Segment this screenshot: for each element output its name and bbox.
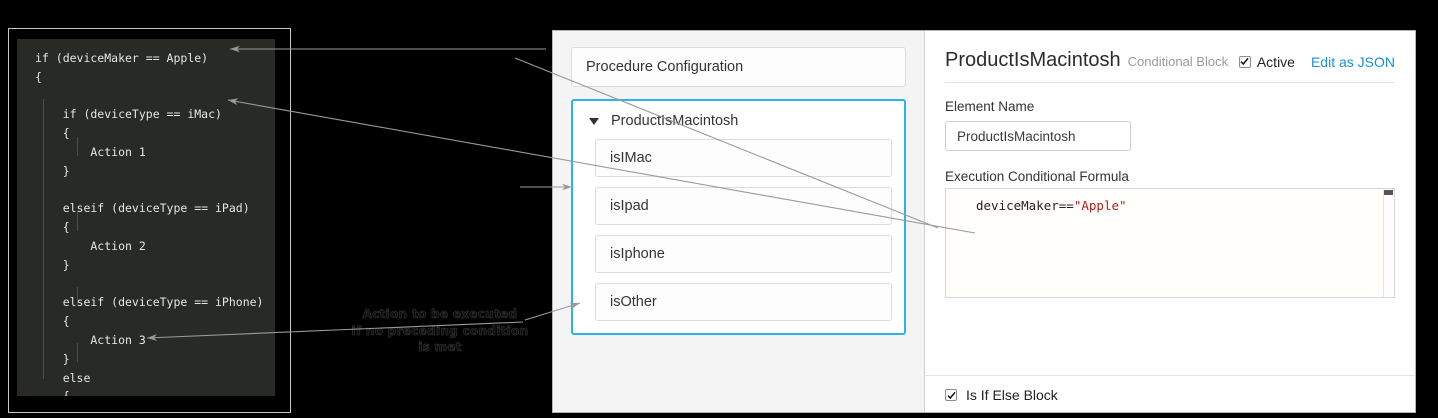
page-title: ProductIsMacintosh <box>945 49 1121 71</box>
edit-as-json-link[interactable]: Edit as JSON <box>1310 53 1395 70</box>
formula-string-literal: "Apple" <box>1073 198 1127 213</box>
is-if-else-row[interactable]: Is If Else Block <box>945 387 1058 403</box>
indent-guide-inner-1 <box>77 137 78 156</box>
tree-item-label: isIMac <box>610 150 652 166</box>
tree-item-isiphone[interactable]: isIphone <box>595 235 892 273</box>
formula-text: deviceMaker=="Apple" <box>976 198 1127 213</box>
check-icon <box>1240 57 1249 66</box>
tree-root-label: ProductIsMacintosh <box>611 113 739 129</box>
indent-guide-inner-3 <box>77 287 78 306</box>
tree-item-isother[interactable]: isOther <box>595 283 892 321</box>
check-icon <box>946 391 956 399</box>
is-if-else-label: Is If Else Block <box>966 387 1058 403</box>
detail-column: ProductIsMacintosh Conditional Block Act… <box>925 31 1415 412</box>
element-name-value: ProductIsMacintosh <box>957 128 1076 144</box>
indent-guide-inner-2 <box>77 212 78 231</box>
indent-guide-outer <box>43 99 44 379</box>
element-name-label: Element Name <box>945 99 1035 114</box>
element-name-input[interactable]: ProductIsMacintosh <box>945 121 1131 151</box>
is-if-else-checkbox[interactable] <box>945 389 957 401</box>
tree-item-label: isIpad <box>610 198 649 214</box>
procedure-configuration-label: Procedure Configuration <box>586 59 744 75</box>
application-window: Procedure Configuration ProductIsMacinto… <box>552 30 1416 413</box>
detail-header: ProductIsMacintosh Conditional Block Act… <box>945 49 1395 83</box>
tree-item-isimac[interactable]: isIMac <box>595 139 892 177</box>
pseudo-code-panel: if (deviceMaker == Apple) { if (deviceTy… <box>8 28 291 413</box>
tree-item-label: isIphone <box>610 246 665 262</box>
pseudo-code-surface: if (deviceMaker == Apple) { if (deviceTy… <box>17 39 275 396</box>
indent-guide-inner-4 <box>77 343 78 362</box>
formula-scrollbar-track[interactable] <box>1383 189 1394 297</box>
active-checkbox[interactable] <box>1238 55 1251 68</box>
procedure-configuration-row[interactable]: Procedure Configuration <box>571 47 906 87</box>
footer-divider <box>925 375 1415 376</box>
page-subtitle: Conditional Block <box>1127 54 1229 69</box>
header-actions: Active Edit as JSON <box>1238 53 1395 70</box>
active-label: Active <box>1256 53 1295 70</box>
formula-scrollbar-thumb[interactable] <box>1384 190 1393 195</box>
tree-item-isipad[interactable]: isIpad <box>595 187 892 225</box>
caret-down-icon[interactable] <box>589 117 599 125</box>
procedure-column: Procedure Configuration ProductIsMacinto… <box>553 31 925 412</box>
callout-note: Action to be executed if no preceding co… <box>351 307 529 355</box>
conditional-block-tree: ProductIsMacintosh isIMac isIpad isIphon… <box>571 99 906 335</box>
tree-item-label: isOther <box>610 294 657 310</box>
tree-root-row[interactable]: ProductIsMacintosh <box>585 111 892 139</box>
pseudo-code-text: if (deviceMaker == Apple) { if (deviceTy… <box>35 51 264 396</box>
formula-textarea[interactable]: deviceMaker=="Apple" <box>945 188 1395 298</box>
formula-prefix: deviceMaker== <box>976 198 1074 213</box>
formula-label: Execution Conditional Formula <box>945 169 1129 184</box>
